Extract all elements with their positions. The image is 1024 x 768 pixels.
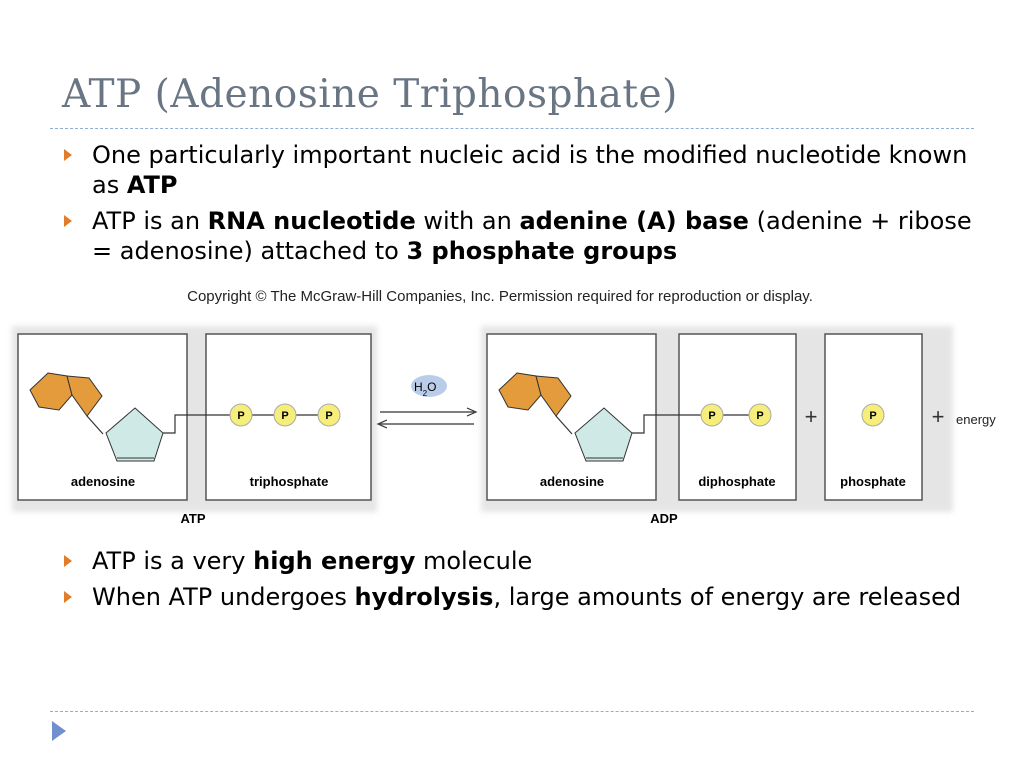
phosphate-group-icon: P (748, 403, 772, 427)
bullet-triangle-icon (64, 215, 72, 227)
bullet-item: ATP is a very high energy molecule (62, 546, 972, 576)
bold-term: 3 phosphate groups (406, 237, 678, 265)
adp-diphosphate-label: diphosphate (698, 474, 775, 489)
svg-text:P: P (756, 410, 763, 422)
plus-sign: + (932, 404, 945, 429)
adenine-pentagon (66, 375, 103, 417)
adp-caption: ADP (650, 511, 678, 526)
free-phosphate-label: phosphate (840, 474, 906, 489)
figure-copyright: Copyright © The McGraw-Hill Companies, I… (187, 288, 813, 305)
svg-text:P: P (237, 410, 244, 422)
svg-text:P: P (325, 410, 332, 422)
svg-text:P: P (281, 410, 288, 422)
phosphate-group-icon: P (861, 403, 885, 427)
text-run: ATP is an (92, 207, 208, 235)
bullet-item: ATP is an RNA nucleotide with an adenine… (62, 206, 972, 266)
atp-hydrolysis-figure: adenosine P P P triphosphate ATP H2O (0, 318, 1024, 538)
text-run: , large amounts of energy are released (493, 583, 962, 611)
adp-diphosphate-panel: P P diphosphate (656, 333, 797, 501)
water-formula: H2O (414, 380, 436, 398)
footer-divider (50, 711, 974, 712)
bullet-text: ATP is an RNA nucleotide with an adenine… (92, 207, 972, 265)
text-run: (adenine + ribose = adenosine) attached … (92, 207, 972, 265)
adp-adenosine-panel: adenosine (486, 333, 657, 501)
adp-adenosine-label: adenosine (540, 474, 604, 489)
bullet-triangle-icon (64, 555, 72, 567)
reaction-arrows: H2O (376, 375, 478, 429)
bullet-item: When ATP undergoes hydrolysis, large amo… (62, 582, 972, 612)
ribose-pentagon (105, 407, 164, 462)
bold-term: adenine (A) base (519, 207, 749, 235)
free-phosphate-panel: P phosphate (824, 333, 923, 501)
text-run: molecule (415, 547, 533, 575)
next-slide-arrow-icon[interactable] (52, 721, 66, 741)
plus-sign: + (805, 404, 818, 429)
water-bubble (411, 375, 447, 397)
text-run: One particularly important nucleic acid … (92, 141, 968, 199)
bullet-text: When ATP undergoes hydrolysis, large amo… (92, 583, 961, 611)
bold-term: RNA nucleotide (207, 207, 416, 235)
bold-term: hydrolysis (354, 583, 494, 611)
atp-caption: ATP (180, 511, 205, 526)
atp-adenosine-panel: adenosine (17, 333, 188, 501)
bold-term: high energy (253, 547, 416, 575)
phosphate-group-icon: P (229, 403, 253, 427)
bullet-item: One particularly important nucleic acid … (62, 140, 972, 200)
bullet-triangle-icon (64, 591, 72, 603)
slide-title: ATP (Adenosine Triphosphate) (62, 72, 678, 117)
text-run: with an (415, 207, 520, 235)
title-divider (50, 128, 974, 129)
svg-text:P: P (708, 410, 715, 422)
atp-adenosine-label: adenosine (71, 474, 135, 489)
phosphate-group-icon: P (273, 403, 297, 427)
top-bullet-list: One particularly important nucleic acid … (62, 140, 972, 272)
text-run: When ATP undergoes (92, 583, 355, 611)
text-run: ATP is a very (92, 547, 254, 575)
svg-text:P: P (869, 410, 876, 422)
bottom-bullet-list: ATP is a very high energy molecule When … (62, 546, 972, 618)
atp-triphosphate-panel: P P P triphosphate (187, 333, 372, 501)
bold-term: ATP (126, 171, 178, 199)
energy-label: energy (956, 412, 996, 427)
phosphate-group-icon: P (700, 403, 724, 427)
bullet-triangle-icon (64, 149, 72, 161)
bullet-text: One particularly important nucleic acid … (92, 141, 967, 199)
bullet-text: ATP is a very high energy molecule (92, 547, 532, 575)
atp-triphosphate-label: triphosphate (250, 474, 329, 489)
phosphate-group-icon: P (317, 403, 341, 427)
